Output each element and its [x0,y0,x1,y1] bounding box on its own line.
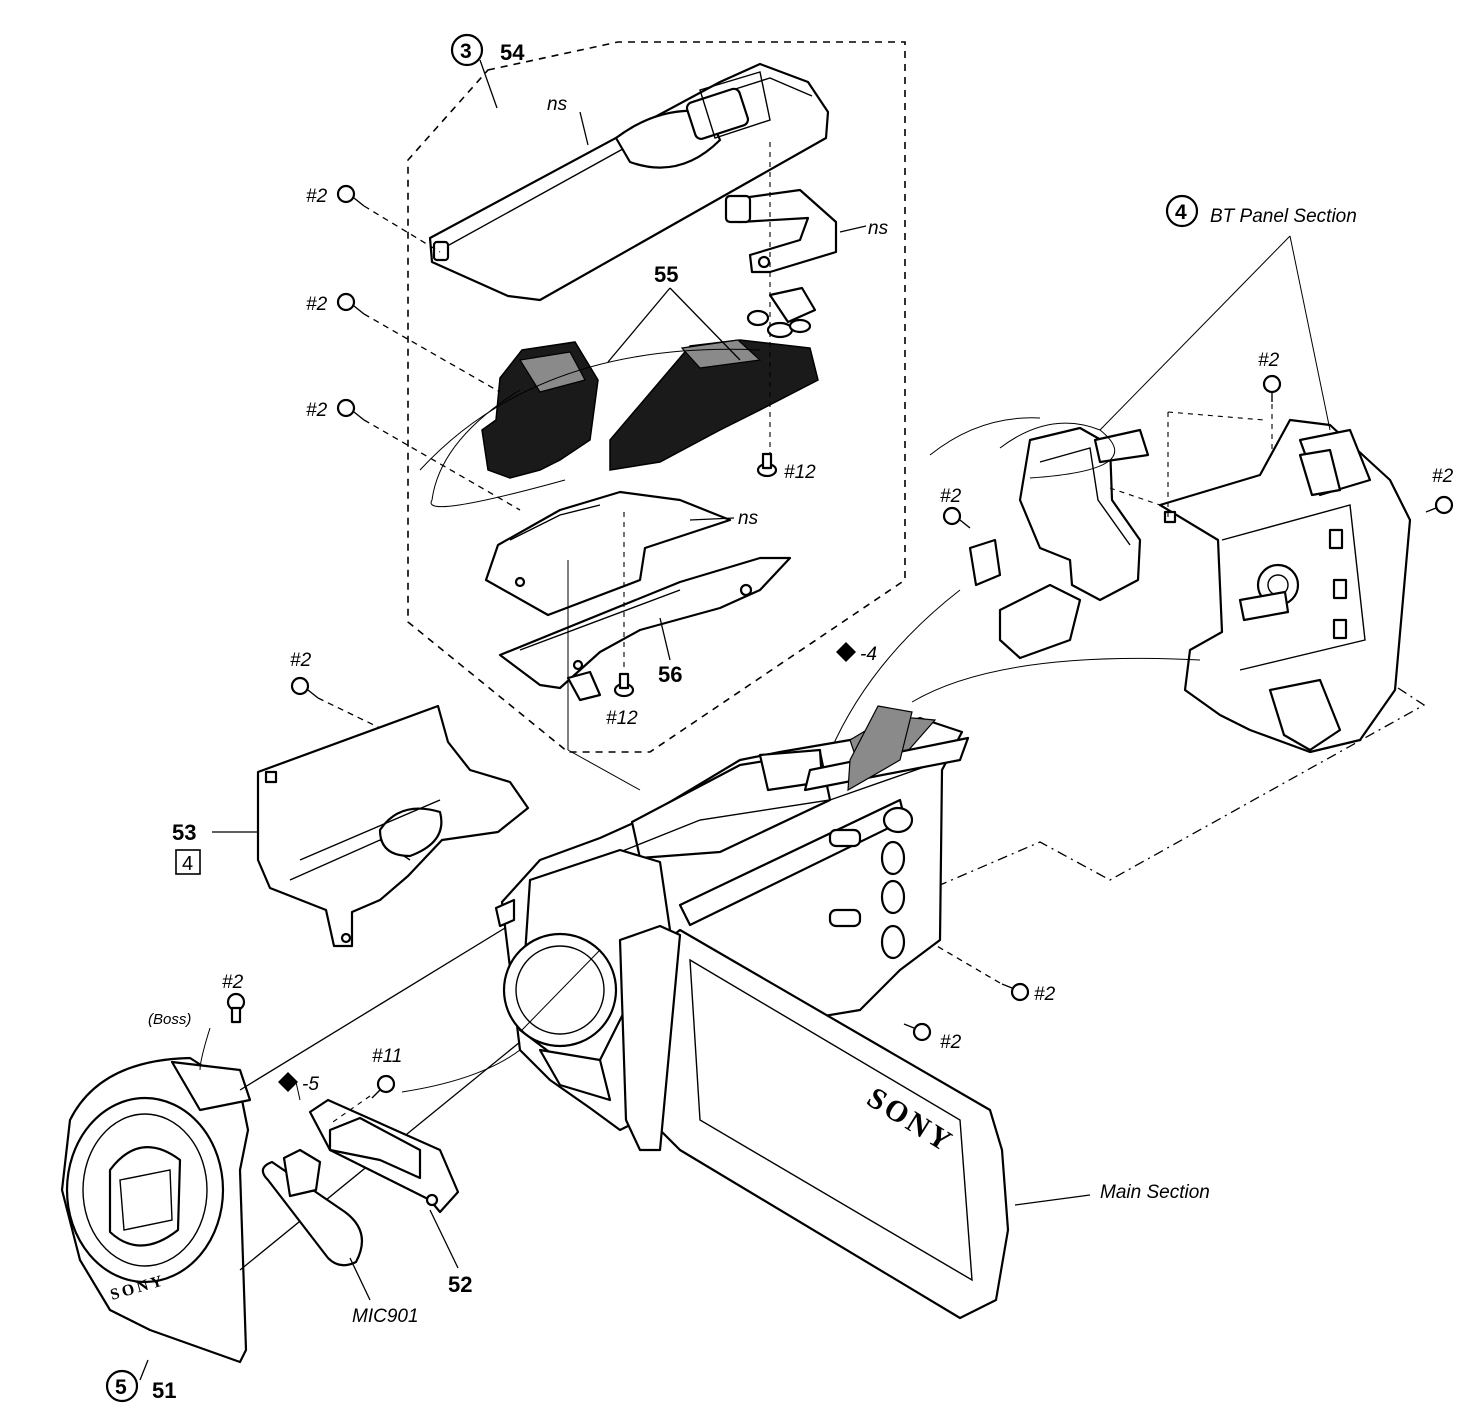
front-ring-part-51: SONY [60,1056,252,1364]
part-54-label: 54 [500,40,525,65]
black-diamond-icon [836,642,856,662]
screw-2e-leader [317,697,381,729]
screw-2e-label: #2 [940,486,962,507]
screw-2c-label: #2 [306,400,328,421]
screw-icon [226,992,246,1024]
mic-flex-path [401,1049,521,1093]
part-56-leader [659,617,671,661]
screw-icon [613,672,635,698]
lens-unit [502,848,672,1102]
screw-icon [1262,374,1282,402]
ns-bracket-label: ns [868,218,889,239]
bt-leader-2 [1289,235,1331,431]
bt-flex-path [999,422,1116,479]
screw-2d-label: #2 [290,650,312,671]
screw-2b-leader [363,313,501,393]
black-diamond-icon [278,1072,298,1092]
ns-54-leader [579,111,589,146]
part-52-leader [429,1209,459,1269]
upper-bracket-part [724,188,838,274]
screw-12a-label: #12 [784,462,816,483]
screw-2h-leader [929,941,1001,984]
ns-plate-label: ns [738,508,759,529]
assembly-3-boundary [407,41,906,753]
mic901-label: MIC901 [352,1306,419,1327]
circled-number-5 [105,1369,139,1403]
screw-2f-label: #2 [1258,350,1280,371]
flex-5-leader [295,1081,301,1101]
bt-panel-section [968,418,1412,754]
bt-connection-line [939,687,1426,886]
ref-5-label: 5 [115,1376,127,1399]
part-51-label: 51 [152,1378,176,1403]
part-53-ref-box [175,849,201,875]
circled-number-4 [1165,194,1199,228]
flex-cable-path-2 [419,348,761,471]
bt-flex-path-3 [911,657,1201,703]
part-55-leader-1 [607,287,671,363]
flex-cable-4 [847,705,913,792]
flex-5-label: -5 [302,1074,319,1095]
screw-icon [903,1022,932,1042]
part-55-leader-2 [669,287,741,361]
screw-icon [1425,495,1454,515]
part-53-box-number: 4 [182,853,193,875]
boss-label: (Boss) [148,1011,191,1028]
screw-icon [336,184,365,207]
bt-alignment-3 [1109,487,1161,506]
flex-4-label: -4 [860,644,877,665]
bt-alignment-2 [1167,411,1265,421]
screw-icon [290,676,319,699]
part-56-label: 56 [658,662,682,687]
screw-2j-label: #2 [222,972,244,993]
mic-leader [349,1257,371,1301]
screw-11-label: #11 [372,1046,402,1067]
bt-panel-section-label: BT Panel Section [1210,206,1357,227]
shield-part-53 [256,704,530,948]
screw-icon [756,452,778,478]
ns-top-cover-label: ns [547,94,568,115]
part-51-leader [139,1359,149,1381]
part-53-label: 53 [172,820,196,845]
part-55-label: 55 [654,262,678,287]
lcd-panel: SONY [618,924,1010,1320]
ns-bracket-leader [839,225,867,233]
screw-2i-label: #2 [940,1032,962,1053]
plate-alignment-2 [567,749,641,791]
screw-icon [942,506,971,529]
bracket-part-52 [282,1098,460,1214]
ref-4-label: 4 [1175,201,1187,224]
screw-11-leader [329,1095,371,1125]
part-52-label: 52 [448,1272,472,1297]
screw-2h-label: #2 [1034,984,1056,1005]
screw-icon [336,398,365,421]
assembly-3-leader [479,59,498,109]
ns-plate-leader [689,517,735,521]
screw-2a-leader [363,205,441,253]
screw-2b-label: #2 [306,294,328,315]
main-section-leader [1014,1194,1091,1206]
ring-alignment-line [239,927,506,1091]
flex-cable-path [430,389,566,508]
shield-plate-part [484,490,732,617]
circled-number-3 [450,33,484,67]
boss-leader [199,1027,211,1071]
bt-flex-path-2 [929,417,1041,456]
screw-icon [1001,982,1030,1002]
screw-icon [371,1074,396,1099]
screw-icon [336,292,365,315]
main-section-label: Main Section [1100,1182,1210,1203]
bt-leader-1 [1099,235,1291,431]
circuit-board-part-55 [481,339,819,479]
bottom-plate-part-56 [498,556,792,702]
small-spacer-parts [746,286,817,339]
screw-2c-leader [363,419,521,511]
screw-2g-label: #2 [1432,466,1454,487]
bt-flex-path-4 [829,589,961,753]
ref-3-label: 3 [460,40,472,63]
top-cover-part-54 [428,62,830,302]
screw-2a-label: #2 [306,186,328,207]
screw-12b-label: #12 [606,708,638,729]
